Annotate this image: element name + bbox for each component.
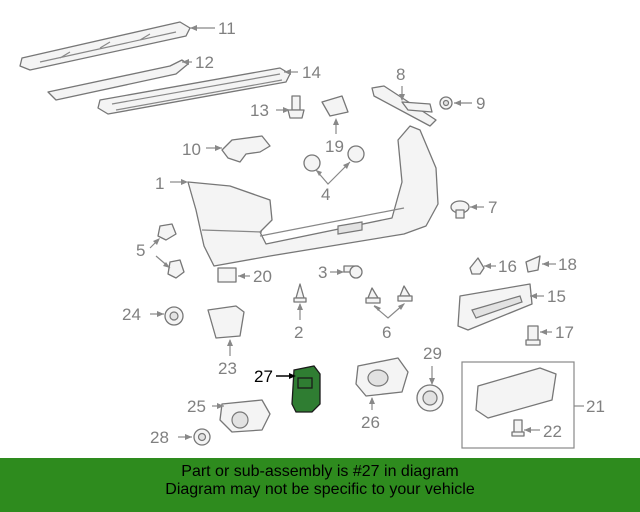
- callout-1: 1: [155, 174, 188, 193]
- part-4-retainer[interactable]: [303, 145, 365, 172]
- part-13-bolt[interactable]: [287, 95, 305, 119]
- svg-text:1: 1: [155, 174, 164, 193]
- part-1-bumper-cover[interactable]: [187, 125, 439, 267]
- svg-text:18: 18: [558, 255, 577, 274]
- part-26-sensor-housing[interactable]: [355, 357, 409, 397]
- callout-20: 20: [238, 267, 272, 286]
- svg-text:28: 28: [150, 428, 169, 447]
- svg-text:2: 2: [294, 323, 303, 342]
- callout-12: 12: [182, 53, 214, 72]
- callout-28: 28: [150, 428, 192, 447]
- svg-text:23: 23: [218, 359, 237, 378]
- svg-text:3: 3: [318, 263, 327, 282]
- svg-text:29: 29: [423, 344, 442, 363]
- part-5-clip[interactable]: [157, 223, 185, 279]
- callout-16: 16: [484, 257, 517, 276]
- callout-18: 18: [542, 255, 577, 274]
- svg-text:25: 25: [187, 397, 206, 416]
- info-banner: Part or sub-assembly is #27 in diagram D…: [0, 458, 640, 512]
- part-2-pin[interactable]: [293, 283, 307, 303]
- part-16-clip[interactable]: [469, 257, 485, 275]
- part-11-reinforcement[interactable]: [19, 21, 191, 71]
- part-21-panel-box[interactable]: [461, 361, 575, 449]
- part-20-block[interactable]: [217, 267, 237, 283]
- banner-line-2: Diagram may not be specific to your vehi…: [165, 481, 475, 498]
- part-29-retainer-ring[interactable]: [416, 384, 444, 412]
- banner-line-1: Part or sub-assembly is #27 in diagram: [181, 463, 459, 480]
- svg-text:10: 10: [182, 140, 201, 159]
- callout-19: 19: [325, 118, 344, 156]
- svg-text:21: 21: [586, 397, 605, 416]
- callout-15: 15: [530, 287, 566, 306]
- callout-11: 11: [190, 19, 236, 38]
- callout-27: 27: [254, 367, 296, 386]
- callout-9: 9: [454, 94, 485, 113]
- svg-text:12: 12: [195, 53, 214, 72]
- part-23-guard[interactable]: [207, 305, 245, 339]
- part-9-nut[interactable]: [439, 96, 453, 110]
- part-19-clip[interactable]: [321, 95, 349, 117]
- part-22-bolt[interactable]: [511, 419, 525, 437]
- callout-6: 6: [373, 303, 405, 342]
- svg-text:8: 8: [396, 65, 405, 84]
- svg-text:14: 14: [302, 63, 321, 82]
- callout-24: 24: [122, 305, 164, 324]
- callout-3: 3: [318, 263, 344, 282]
- svg-text:20: 20: [253, 267, 272, 286]
- callout-5: 5: [136, 238, 171, 269]
- callout-7: 7: [470, 198, 497, 217]
- callout-14: 14: [284, 63, 321, 82]
- part-3-bolt[interactable]: [343, 265, 363, 279]
- callout-22: 22: [524, 422, 562, 441]
- svg-text:6: 6: [382, 323, 391, 342]
- svg-text:16: 16: [498, 257, 517, 276]
- exploded-view: 11 12 14 8 9: [19, 19, 605, 449]
- part-14-step-pad[interactable]: [97, 67, 291, 115]
- callout-21: 21: [574, 397, 605, 416]
- svg-text:9: 9: [476, 94, 485, 113]
- callout-26: 26: [361, 397, 380, 432]
- svg-text:22: 22: [543, 422, 562, 441]
- callout-13: 13: [250, 101, 290, 120]
- part-25-sensor-bracket[interactable]: [219, 399, 271, 433]
- svg-text:7: 7: [488, 198, 497, 217]
- part-6-pin[interactable]: [365, 285, 413, 304]
- callout-8: 8: [396, 65, 405, 101]
- svg-text:26: 26: [361, 413, 380, 432]
- svg-text:13: 13: [250, 101, 269, 120]
- part-10-bracket[interactable]: [221, 135, 271, 163]
- svg-text:19: 19: [325, 137, 344, 156]
- callout-17: 17: [540, 323, 574, 342]
- callout-10: 10: [182, 140, 222, 159]
- part-8-side-bracket[interactable]: [371, 85, 437, 127]
- part-18-clip[interactable]: [525, 255, 541, 273]
- svg-text:15: 15: [547, 287, 566, 306]
- part-15-trim[interactable]: [457, 283, 533, 331]
- callout-25: 25: [187, 397, 224, 416]
- svg-text:17: 17: [555, 323, 574, 342]
- part-28-ring[interactable]: [193, 428, 211, 446]
- callout-4: 4: [315, 161, 351, 204]
- part-24-nut[interactable]: [164, 306, 184, 326]
- svg-text:4: 4: [321, 185, 330, 204]
- part-17-bolt[interactable]: [525, 325, 541, 346]
- svg-text:5: 5: [136, 241, 145, 260]
- callout-23: 23: [218, 339, 237, 378]
- svg-text:24: 24: [122, 305, 141, 324]
- svg-text:11: 11: [218, 19, 236, 38]
- part-7-clip[interactable]: [450, 200, 470, 219]
- svg-text:27: 27: [254, 367, 273, 386]
- callout-29: 29: [423, 344, 442, 385]
- part-27-sensor-highlighted[interactable]: [291, 365, 321, 413]
- callout-2: 2: [294, 303, 303, 342]
